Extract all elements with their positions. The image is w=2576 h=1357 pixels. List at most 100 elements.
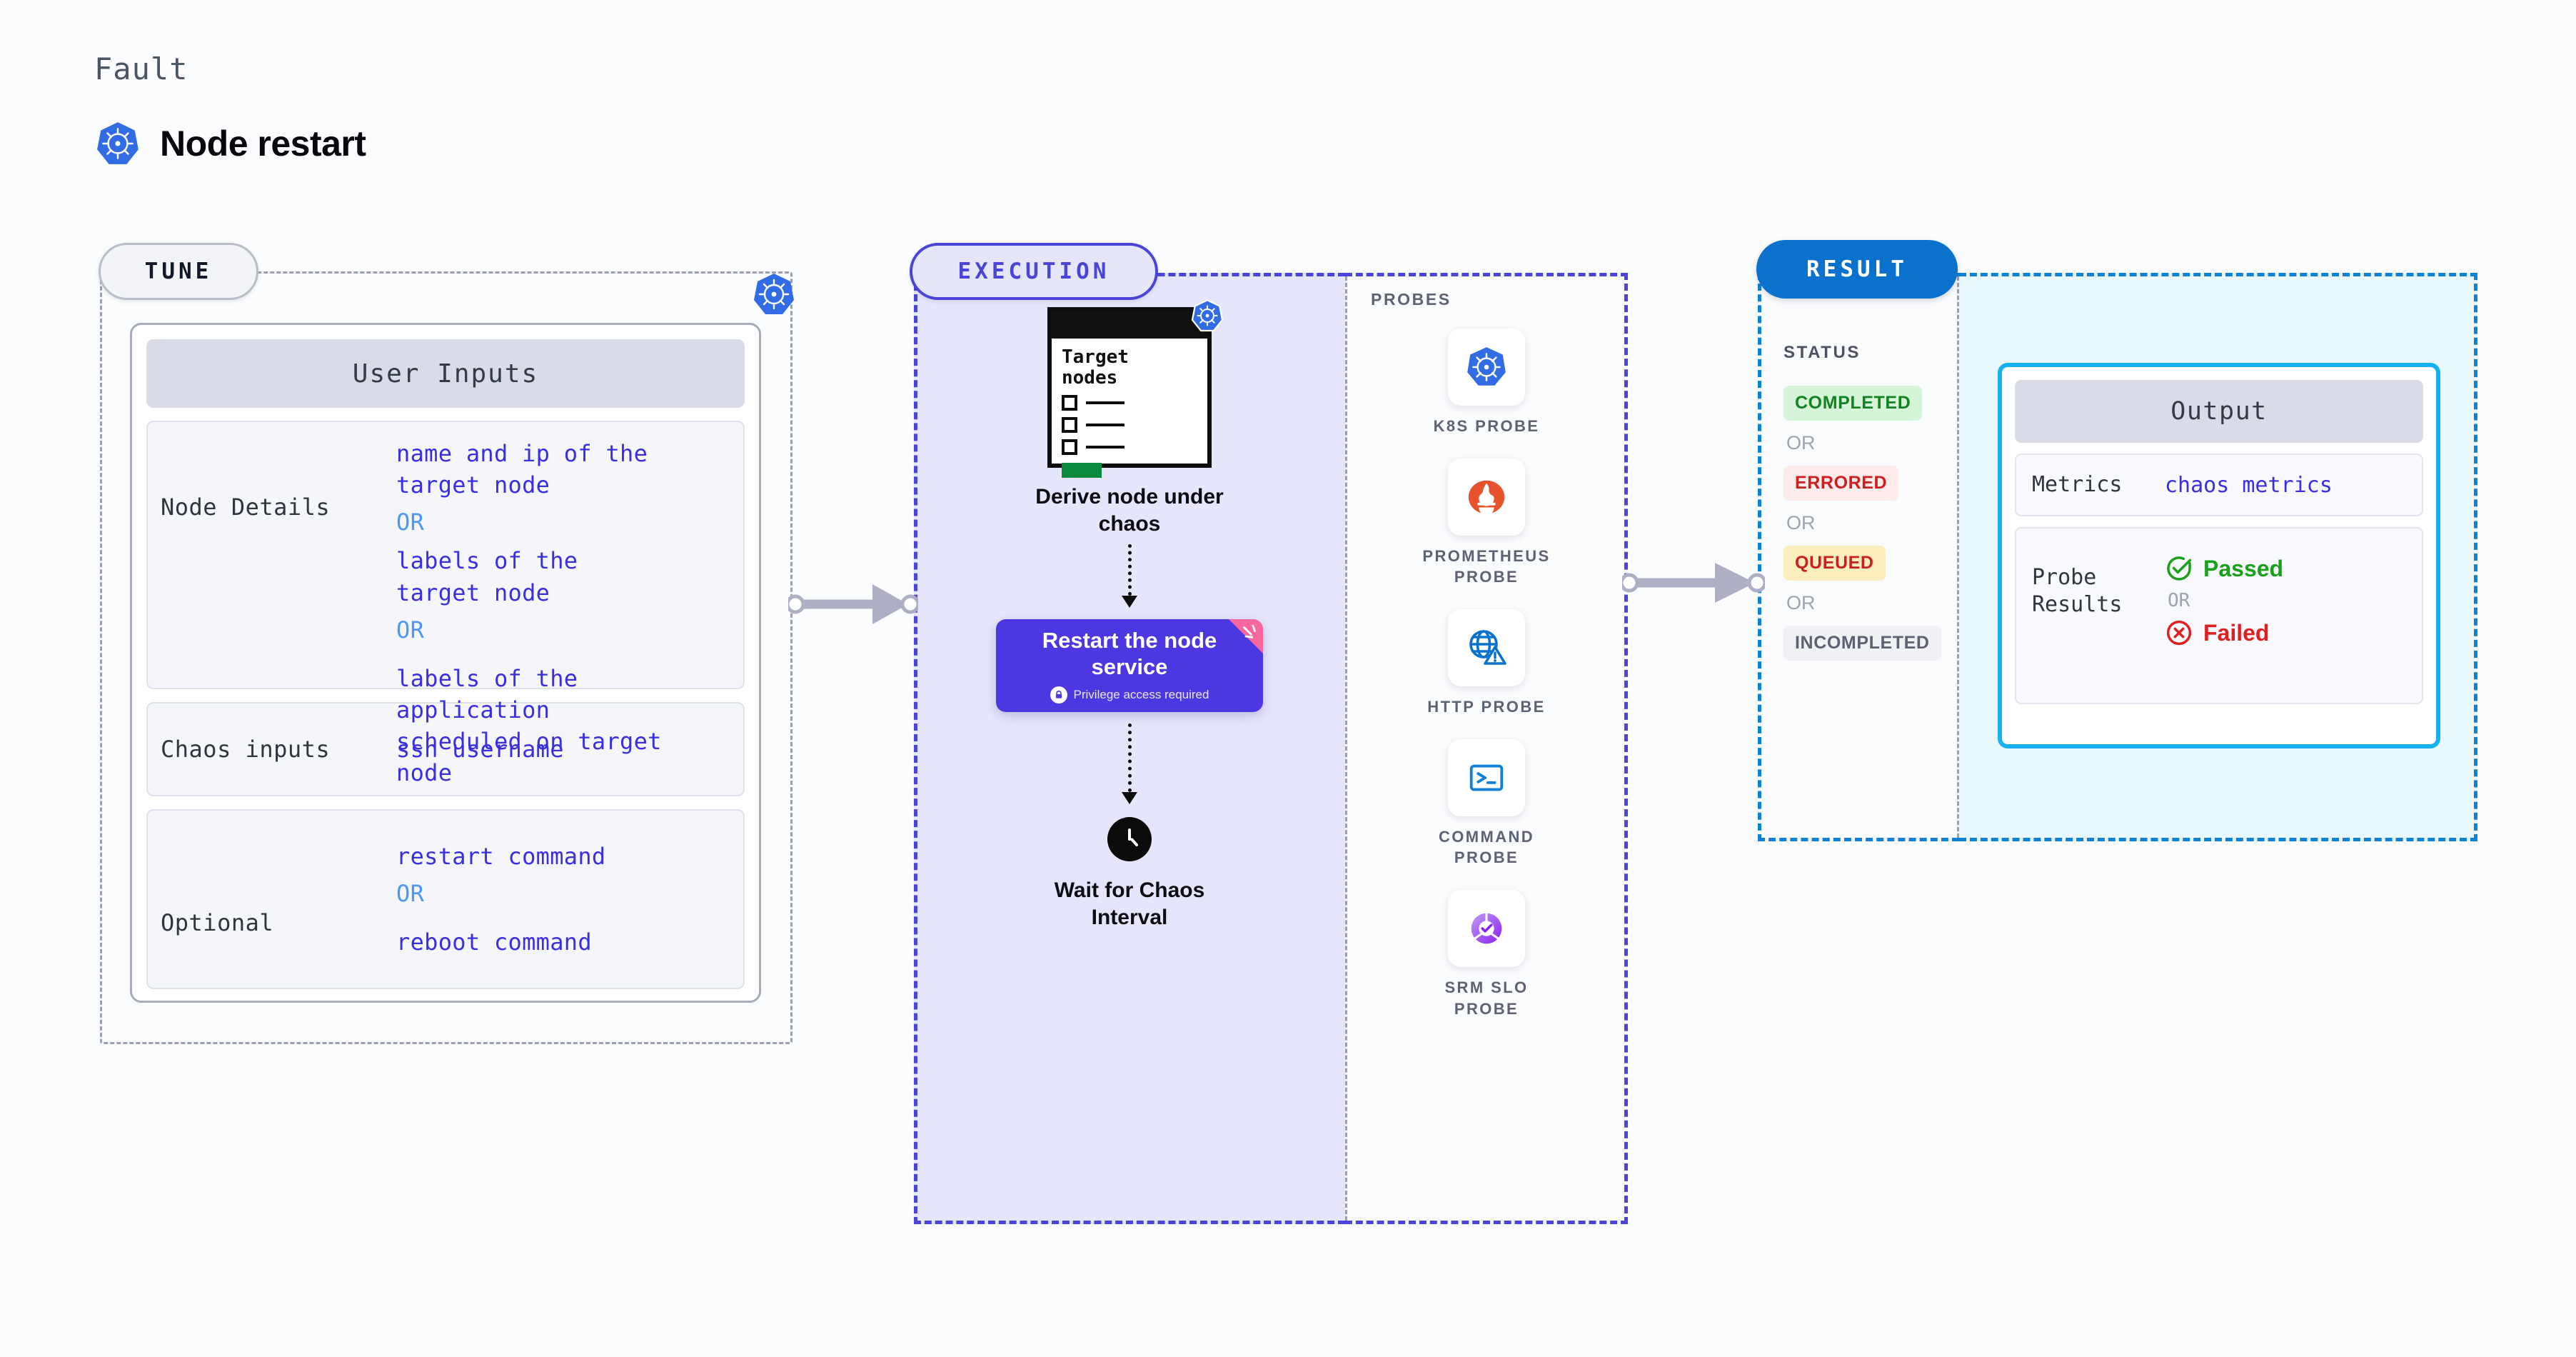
chaos-ribbon-glyph-icon [1243, 624, 1256, 639]
value-restart-command: restart command [396, 842, 606, 870]
stage-pill-tune[interactable]: TUNE [99, 243, 258, 300]
or-separator: OR [1786, 512, 1816, 534]
value-node-name-ip-line2: target node [396, 471, 550, 499]
probe-item-srm-slo[interactable]: SRM SLO PROBE [1444, 890, 1528, 1019]
privilege-note: Privilege access required [1050, 686, 1209, 703]
clock-icon [1107, 817, 1152, 861]
lock-icon [1050, 686, 1067, 703]
status-badge-errored: ERRORED [1783, 466, 1899, 501]
output-value-metrics: chaos metrics [2165, 472, 2333, 498]
restart-node-service-step[interactable]: Restart the node service Privilege acces… [996, 619, 1263, 712]
value-reboot-command: reboot command [396, 928, 592, 956]
value-ssh-username: ssh username [396, 735, 564, 763]
probe-tile [1448, 890, 1525, 968]
status-badge-queued: QUEUED [1783, 546, 1886, 581]
status-list: COMPLETED OR ERRORED OR QUEUED OR INCOMP… [1783, 386, 1941, 661]
tune-row-node-details: Node Details name and ip of the target n… [146, 421, 745, 786]
status-section-label: STATUS [1783, 343, 1861, 362]
stage-pill-result[interactable]: RESULT [1756, 240, 1958, 299]
spacer [396, 916, 605, 926]
or-separator: OR [2168, 590, 2190, 611]
flow-arrow-down [1122, 723, 1137, 804]
terminal-icon [1469, 764, 1504, 791]
probe-label-line1: HTTP PROBE [1427, 698, 1546, 716]
tune-panel [100, 271, 793, 1044]
probe-label-line2: PROBE [1454, 999, 1519, 1018]
status-badge-incompleted: INCOMPLETED [1783, 626, 1941, 661]
arrow-head [1122, 792, 1137, 804]
wait-chaos-interval-caption: Wait for Chaos Interval [1055, 877, 1205, 931]
connector-probes-to-result [1622, 550, 1765, 616]
probe-label-line1: SRM SLO [1444, 978, 1529, 997]
probe-tile [1447, 609, 1525, 687]
probe-item-prometheus[interactable]: PROMETHEUS PROBE [1422, 458, 1550, 588]
or-separator: OR [396, 616, 425, 644]
restart-step-title-line2: service [1091, 654, 1168, 679]
target-nodes-title-line1: Target [1062, 346, 1129, 368]
output-row-metrics: Metrics chaos metrics [2015, 454, 2423, 516]
kubernetes-icon [97, 122, 139, 164]
target-nodes-title-line2: nodes [1062, 367, 1118, 389]
output-label-probe-results: Probe Results [2032, 541, 2165, 618]
probe-label-line1: PROMETHEUS [1422, 546, 1551, 565]
user-inputs-title: User Inputs [146, 339, 745, 408]
page-eyebrow: Fault [94, 51, 188, 86]
probe-label-line2: PROBE [1454, 568, 1519, 586]
value-node-name-ip-line1: name and ip of the [396, 440, 648, 467]
node-checkbox-row [1062, 395, 1197, 411]
row-values-chaos-inputs: ssh username [396, 733, 564, 765]
wait-caption-line1: Wait for Chaos [1054, 878, 1205, 902]
chaos-ribbon-icon [1227, 619, 1263, 655]
checkbox-icon [1062, 439, 1077, 456]
value-app-labels-line1: labels of the application [396, 664, 578, 724]
probe-result-passed-text: Passed [2203, 555, 2284, 581]
or-separator: OR [1786, 592, 1816, 614]
restart-step-title: Restart the node service [1027, 628, 1233, 680]
probe-item-command[interactable]: COMMAND PROBE [1439, 738, 1534, 868]
probe-item-k8s[interactable]: K8S PROBE [1434, 329, 1540, 437]
srm-slo-icon [1471, 913, 1502, 944]
output-label-probe-line2: Results [2032, 591, 2123, 617]
spacer [396, 653, 730, 663]
probe-item-http[interactable]: HTTP PROBE [1427, 609, 1545, 718]
kubernetes-icon [754, 274, 794, 314]
row-label-optional: Optional [161, 909, 274, 936]
value-node-labels-line2: target node [396, 579, 550, 606]
page-title: Node restart [160, 124, 366, 164]
kubernetes-icon [1467, 347, 1506, 386]
placeholder-line [1086, 401, 1125, 405]
probe-tile [1448, 329, 1525, 406]
or-separator: OR [396, 879, 425, 907]
probe-result-failed-text: Failed [2203, 619, 2270, 646]
or-separator: OR [396, 509, 425, 536]
kubernetes-icon [1191, 299, 1224, 332]
probe-label: COMMAND PROBE [1439, 826, 1534, 868]
page-title-row: Node restart [94, 120, 366, 167]
check-circle-icon [2167, 556, 2192, 581]
output-row-probe-results: Probe Results Passed OR [2015, 527, 2423, 704]
arrow-line [1127, 723, 1132, 792]
probe-label: SRM SLO PROBE [1444, 977, 1528, 1019]
tune-row-optional: Optional restart command OR reboot comma… [146, 809, 745, 989]
node-checkbox-row [1062, 417, 1197, 434]
execution-flow: Target nodes [914, 299, 1345, 931]
checkbox-icon [1062, 417, 1077, 434]
probe-tile [1448, 458, 1525, 536]
tune-row-chaos-inputs: Chaos inputs ssh username [146, 702, 745, 796]
output-label-metrics: Metrics [2032, 472, 2123, 498]
output-card: Output Metrics chaos metrics Probe Resul… [1998, 363, 2440, 748]
arrow-head [1122, 596, 1137, 608]
probe-label-line1: K8S PROBE [1433, 417, 1540, 435]
connector-tune-to-execution [788, 571, 918, 637]
stage-pill-execution[interactable]: EXECUTION [910, 243, 1158, 300]
output-card-title: Output [2015, 380, 2423, 443]
arrow-line [1127, 544, 1132, 596]
flow-arrow-down [1122, 544, 1137, 608]
placeholder-line [1086, 446, 1125, 449]
value-node-labels-line1: labels of the [396, 547, 578, 575]
probe-result-failed: Failed [2165, 619, 2283, 647]
probe-result-values: Passed OR Failed [2165, 541, 2283, 647]
probe-label: PROMETHEUS PROBE [1422, 546, 1550, 588]
row-label-node-details: Node Details [161, 494, 331, 521]
